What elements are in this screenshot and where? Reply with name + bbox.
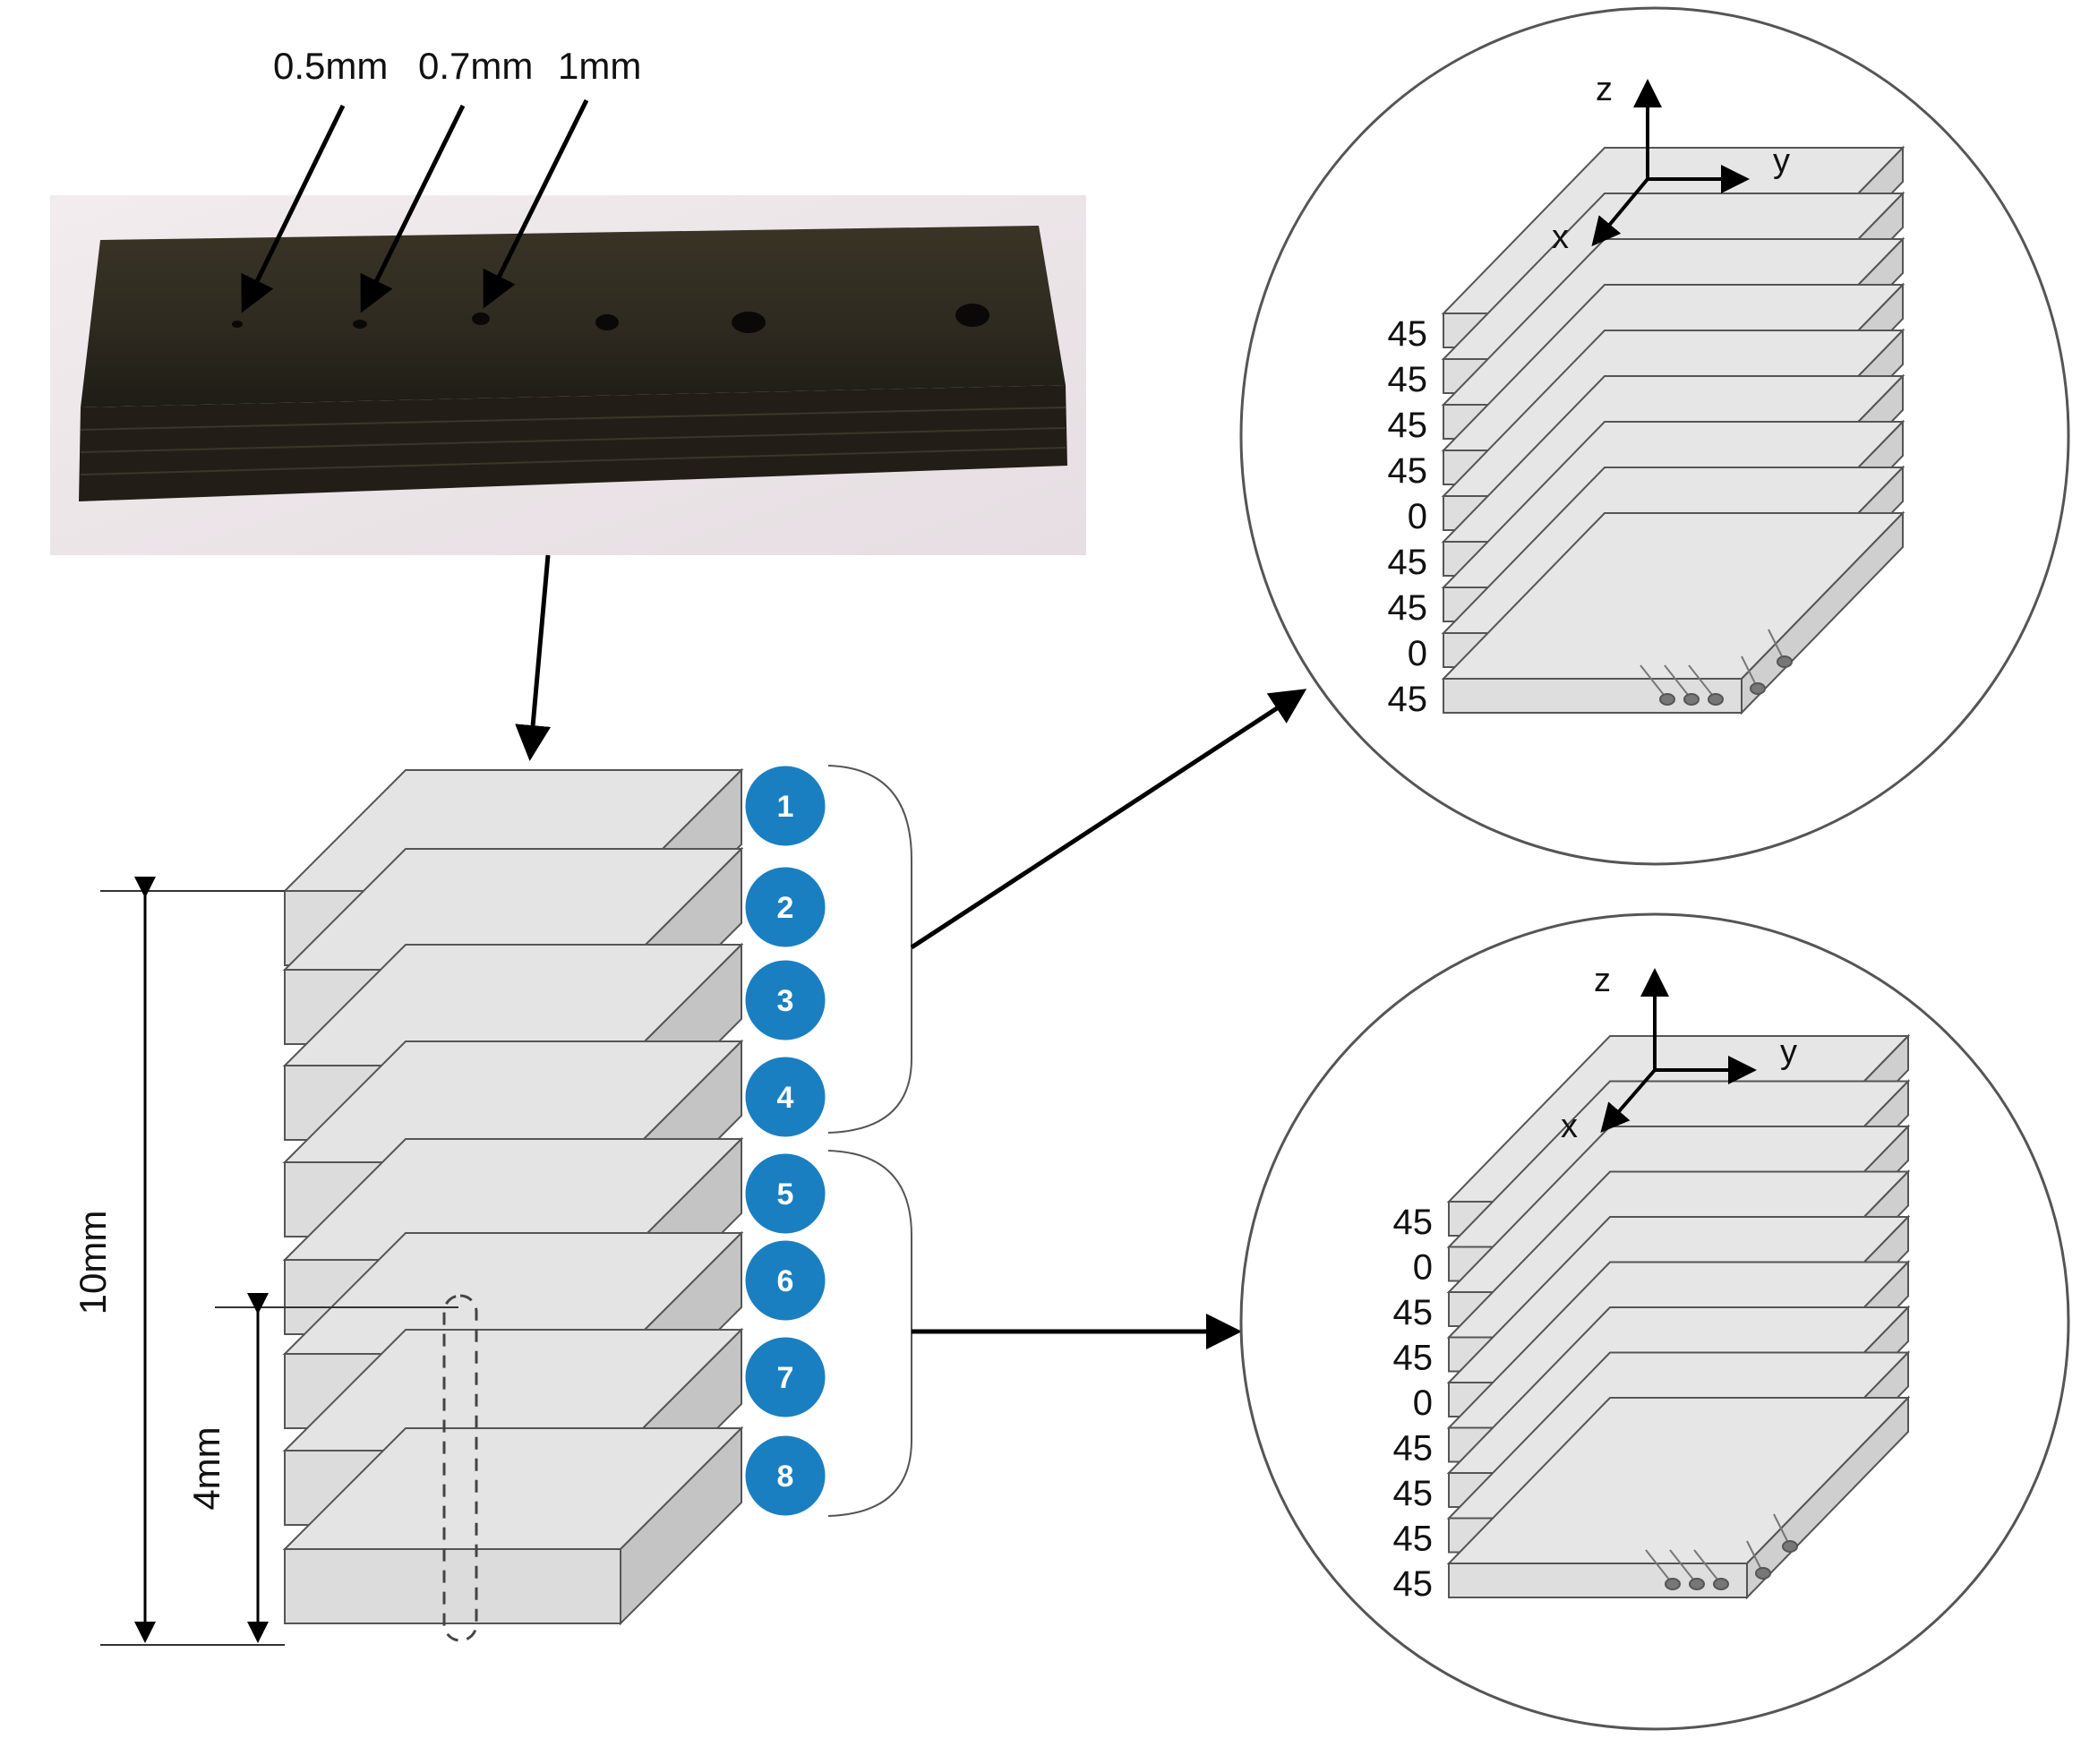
hole-4 <box>595 314 619 330</box>
dim-label-10mm: 10mm <box>72 1211 114 1315</box>
ply-badge-label: 8 <box>777 1460 794 1494</box>
fibre-line <box>1645 1549 1674 1585</box>
axes-top: z y x <box>1552 71 1790 256</box>
ply-badge-circle <box>742 957 828 1043</box>
ply-angle-label: 45 <box>1388 588 1428 628</box>
ply-angle-label: 45 <box>1388 680 1428 719</box>
detail-top-stack: 45 45 45 45 0 45 45 0 45 <box>1388 145 1905 719</box>
fibre-end <box>1659 693 1675 706</box>
axis-x-top: x <box>1552 218 1569 256</box>
fibre-line <box>1664 664 1692 700</box>
specimen-top <box>81 226 1066 407</box>
detail-ply <box>1446 1395 1911 1600</box>
hole-5 <box>732 312 766 333</box>
hole-1mm <box>472 313 490 325</box>
fibre-end <box>1755 1567 1771 1580</box>
fibre-end <box>1665 1578 1681 1590</box>
ply-angle-label: 45 <box>1393 1520 1434 1559</box>
fibre-end <box>1713 1578 1729 1590</box>
detail-ply <box>1441 510 1905 715</box>
dimension-10mm: 10mm <box>72 877 285 1646</box>
arrow-to-detail-top <box>910 689 1307 950</box>
axis-z-bottom: z <box>1594 962 1611 999</box>
hole-6 <box>955 304 989 327</box>
fibre-end <box>1683 693 1700 706</box>
detail-circle-bottom <box>1239 912 2070 1731</box>
ply-angle-label: 45 <box>1388 406 1428 445</box>
ply-angle-label: 45 <box>1388 543 1428 582</box>
ply-angle-label: 45 <box>1393 1293 1434 1332</box>
fibre-end <box>1777 655 1793 668</box>
specimen-side <box>79 385 1067 501</box>
detail-circle-top <box>1239 6 2070 866</box>
dim-label-4mm: 4mm <box>185 1426 227 1510</box>
arrow-photo-to-stack <box>515 554 552 761</box>
ply-badge-circle <box>742 1334 828 1420</box>
ply-badge-circle <box>742 763 828 849</box>
axis-z-top: z <box>1596 71 1613 108</box>
ply-badge-circle <box>742 1054 828 1140</box>
brace-top-group <box>827 765 912 1134</box>
ply-badge-label: 4 <box>777 1081 794 1115</box>
ply-angle-label: 45 <box>1393 1564 1434 1604</box>
hole-label-0-5mm: 0.5mm <box>273 45 388 87</box>
axis-y-top: y <box>1773 142 1790 180</box>
brace-bottom-group <box>827 1150 912 1517</box>
ply-angle-label: 0 <box>1408 634 1427 673</box>
ply-front-face <box>284 1548 621 1624</box>
ply-angle-label: 0 <box>1408 497 1427 536</box>
fibre-line <box>1688 664 1717 700</box>
ply-angle-label: 45 <box>1393 1339 1434 1378</box>
ply-badge-circle <box>742 1237 828 1323</box>
ply-angle-label: 45 <box>1393 1203 1434 1242</box>
ply-badge-label: 1 <box>777 790 794 824</box>
hole-size-labels: 0.5mm 0.7mm 1mm <box>241 45 641 313</box>
fibre-end <box>1708 693 1724 706</box>
axis-x-bottom: x <box>1561 1108 1578 1145</box>
main-ply-stack <box>282 767 744 1626</box>
ply-badges: 1 2 3 4 5 6 7 8 <box>742 763 828 1519</box>
ply-angle-label: 45 <box>1393 1474 1434 1513</box>
ply-badge-label: 2 <box>777 891 794 925</box>
fibre-end <box>1750 682 1766 695</box>
ply-angle-label: 0 <box>1413 1248 1433 1288</box>
arrow-hole-0-7mm <box>360 104 466 313</box>
fibre-line <box>1640 664 1668 700</box>
ply-angle-label: 45 <box>1388 451 1428 491</box>
ply-badge-circle <box>742 1151 828 1237</box>
hole-0-7mm <box>353 320 367 329</box>
ply-badge-circle <box>742 864 828 950</box>
ply-badge-label: 7 <box>777 1361 794 1395</box>
detail-bottom-stack: 45 0 45 45 0 45 45 45 45 <box>1393 1033 1911 1604</box>
hole-0-5mm <box>232 321 243 328</box>
specimen-photo <box>50 195 1086 555</box>
fibre-line <box>1693 1549 1722 1585</box>
ply-angle-label: 45 <box>1393 1429 1434 1469</box>
fibre-end <box>1689 1578 1705 1590</box>
ply-angle-label: 45 <box>1388 360 1428 399</box>
main-ply <box>282 1426 744 1626</box>
axis-y-bottom: y <box>1780 1033 1797 1071</box>
arrow-hole-1mm <box>483 98 589 309</box>
axes-bottom: z y x <box>1561 962 1797 1145</box>
ply-badge-label: 5 <box>777 1177 794 1212</box>
ply-badge-label: 6 <box>777 1264 794 1298</box>
ply-angle-label: 0 <box>1413 1383 1433 1423</box>
ply-angle-label: 45 <box>1388 314 1428 354</box>
hole-label-1mm: 1mm <box>558 45 641 87</box>
arrow-hole-0-5mm <box>241 104 346 313</box>
ply-badge-circle <box>742 1433 828 1519</box>
fibre-line <box>1669 1549 1698 1585</box>
hole-label-0-7mm: 0.7mm <box>418 45 533 87</box>
dimension-4mm: 4mm <box>185 1293 458 1643</box>
fibre-end <box>1782 1540 1798 1553</box>
drilled-hole-outline <box>442 1294 478 1642</box>
ply-badge-label: 3 <box>777 984 794 1018</box>
